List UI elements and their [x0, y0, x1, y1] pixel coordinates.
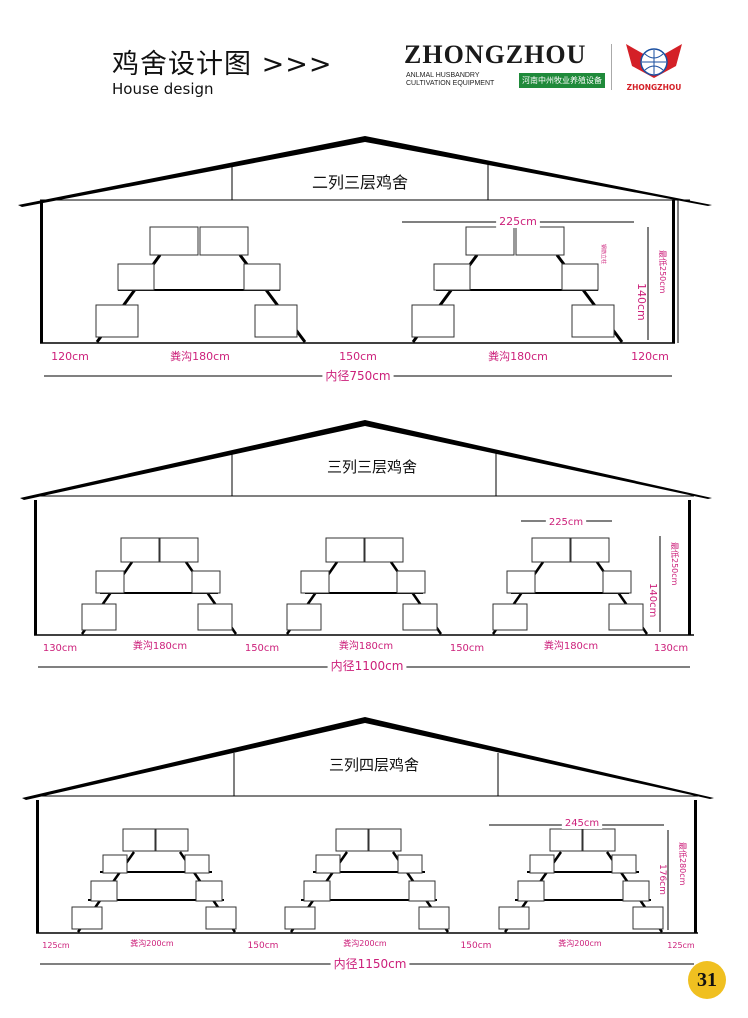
- brand-divider: [611, 44, 612, 90]
- dim-ditch-3: 粪沟200cm: [558, 938, 602, 948]
- page-title: 鸡舍设计图 >>>: [112, 49, 333, 80]
- dim-aisle-right: 125cm: [667, 941, 695, 950]
- dim-aisle-mid-1: 150cm: [339, 350, 377, 363]
- dim-top-width: 245cm: [565, 818, 599, 829]
- dim-height: 140cm: [635, 283, 648, 321]
- dim-aisle-right: 130cm: [654, 643, 688, 654]
- zhongzhou-logo-icon: ZHONGZHOU: [626, 44, 682, 92]
- dim-ditch-1: 粪沟180cm: [133, 639, 187, 652]
- brand-tagline-1: ANLMAL HUSBANDRY: [406, 72, 480, 79]
- dim-aisle-right: 120cm: [631, 350, 669, 363]
- dim-aisle-mid-2: 150cm: [461, 941, 492, 951]
- dim-aisle-mid-1: 150cm: [248, 941, 279, 951]
- cage-unit: [80, 537, 238, 635]
- house-title: 三列四层鸡舍: [329, 756, 419, 774]
- wall-right: [694, 800, 697, 933]
- dim-aisle-left: 120cm: [51, 350, 89, 363]
- dim-inner-note: 钢筋立柱: [600, 244, 607, 264]
- cage-unit: [491, 537, 649, 635]
- logo-text: ZHONGZHOU: [627, 83, 682, 92]
- label-knockout: [545, 517, 587, 528]
- dim-inner-width: 内径1150cm: [334, 957, 407, 971]
- wall-right: [688, 500, 691, 635]
- page-subtitle: House design: [112, 80, 214, 98]
- dim-min-height: 最低250cm: [670, 542, 680, 586]
- cage-unit: [284, 828, 450, 933]
- dim-top-width: 225cm: [499, 215, 537, 228]
- cage-unit: [71, 828, 237, 933]
- dim-inner-width: 内径750cm: [325, 369, 390, 383]
- wall-left: [40, 203, 43, 343]
- label-knockout: [496, 215, 540, 228]
- dim-ditch-1: 粪沟180cm: [170, 349, 230, 363]
- dim-top-width: 225cm: [549, 517, 583, 528]
- dim-ditch-1: 粪沟200cm: [130, 938, 174, 948]
- house-three-row-three-tier: 三列三层鸡舍: [20, 420, 712, 673]
- house-three-row-four-tier: 三列四层鸡舍: [22, 717, 714, 971]
- dim-ditch-2: 粪沟180cm: [339, 639, 393, 652]
- cage-unit: [411, 226, 624, 343]
- dim-ditch-3: 粪沟180cm: [544, 639, 598, 652]
- page-number-badge: 31: [688, 961, 726, 999]
- cage-unit: [95, 226, 307, 343]
- brand-name: ZHONGZHOU: [404, 40, 587, 69]
- dim-height: 140cm: [647, 583, 658, 617]
- brand-badge: 河南中州牧业养殖设备: [519, 73, 605, 88]
- dim-ditch-2: 粪沟200cm: [343, 938, 387, 948]
- wall-left: [36, 800, 39, 933]
- cage-unit: [285, 537, 443, 635]
- cage-unit: [498, 828, 664, 933]
- wall-right: [672, 200, 675, 343]
- dim-aisle-left: 130cm: [43, 643, 77, 654]
- brand-tagline-2: CULTIVATION EQUIPMENT: [406, 80, 495, 87]
- dim-height: 176cm: [657, 864, 667, 895]
- house-title: 三列三层鸡舍: [327, 458, 417, 476]
- dim-min-height: 最低250cm: [658, 250, 668, 294]
- label-knockout: [327, 659, 407, 673]
- label-knockout: [322, 369, 394, 383]
- label-knockout: [561, 818, 603, 829]
- dim-inner-width: 内径1100cm: [331, 659, 404, 673]
- roof-outline: [18, 136, 712, 207]
- dim-aisle-mid-1: 150cm: [245, 643, 279, 654]
- wall-left: [34, 500, 37, 635]
- house-title: 二列三层鸡舍: [312, 173, 408, 192]
- house-two-row-three-tier: 二列三层鸡舍 225cm 钢筋立柱 140cm: [18, 136, 712, 383]
- dim-min-height: 最低280cm: [678, 842, 688, 886]
- dim-aisle-left: 125cm: [42, 941, 70, 950]
- label-knockout: [330, 957, 410, 971]
- dim-aisle-mid-2: 150cm: [450, 643, 484, 654]
- dim-ditch-2: 粪沟180cm: [488, 349, 548, 363]
